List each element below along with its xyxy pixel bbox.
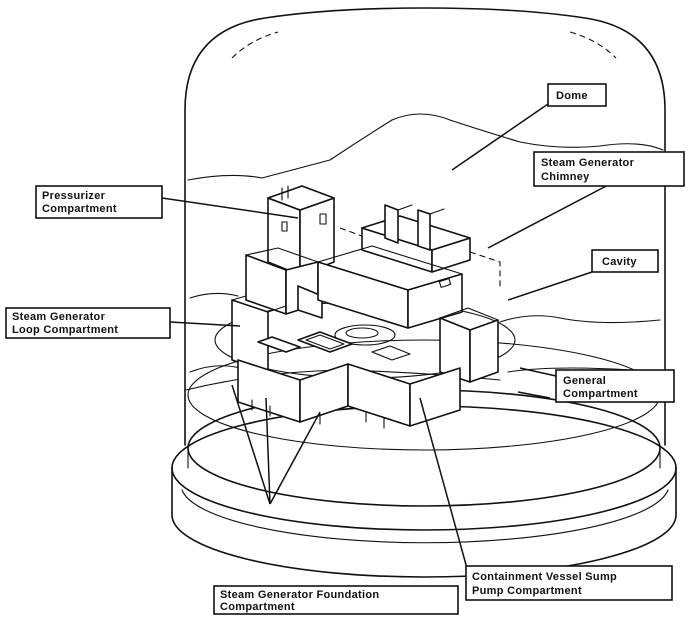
label-steam-generator-foundation-compartment: Steam Generator Foundation Compartment: [213, 585, 459, 615]
label-sump-line1: Containment Vessel Sump: [472, 571, 617, 583]
label-sg-foundation-line1: Steam Generator Foundation: [220, 589, 379, 601]
label-pressurizer-compartment: Pressurizer Compartment: [35, 185, 163, 219]
label-general-compartment: General Compartment: [555, 369, 675, 403]
label-sg-chimney-line2: Chimney: [541, 171, 590, 183]
label-containment-vessel-sump-pump-compartment: Containment Vessel Sump Pump Compartment: [465, 565, 673, 601]
internal-structure: [214, 185, 516, 429]
label-sg-chimney-line1: Steam Generator: [541, 157, 635, 169]
label-sg-foundation-line2: Compartment: [220, 601, 295, 613]
label-sg-loop-line1: Steam Generator: [12, 311, 106, 323]
label-pressurizer-line1: Pressurizer: [42, 190, 106, 202]
label-sump-line2: Pump Compartment: [472, 585, 582, 597]
label-dome: Dome: [547, 83, 607, 107]
label-general-line1: General: [563, 375, 606, 387]
leader-lines: [161, 103, 613, 573]
label-cavity-text: Cavity: [602, 256, 637, 268]
label-general-line2: Compartment: [563, 388, 638, 400]
label-sg-loop-line2: Loop Compartment: [12, 324, 118, 336]
label-pressurizer-line2: Compartment: [42, 203, 117, 215]
label-dome-text: Dome: [556, 90, 588, 102]
label-steam-generator-chimney: Steam Generator Chimney: [533, 151, 685, 187]
label-cavity: Cavity: [591, 249, 659, 273]
label-steam-generator-loop-compartment: Steam Generator Loop Compartment: [5, 307, 171, 339]
